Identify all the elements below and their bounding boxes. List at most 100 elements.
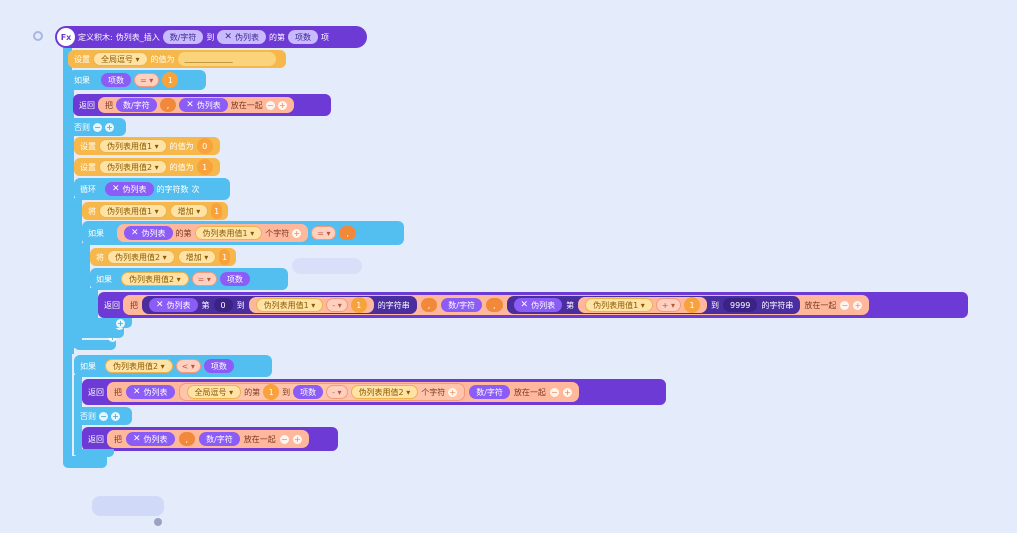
change-v2-block[interactable]: 将 伪列表用值2 ▾ 增加 ▾ 1 [90, 248, 236, 266]
var-dropdown-v1[interactable]: 伪列表用值1 ▾ [99, 204, 167, 218]
str-param[interactable]: 数/字符 [116, 98, 157, 112]
return-block-1[interactable]: 返回 把 数/字符 , ✕伪列表 放在一起 − + [73, 94, 331, 116]
add-icon[interactable]: + [853, 300, 863, 310]
add-icon[interactable]: + [277, 100, 287, 110]
else-block-1[interactable]: 否则 − + [68, 118, 126, 136]
param-pseudo-list[interactable]: ✕伪列表 [217, 30, 266, 44]
join-block[interactable]: 把 数/字符 , ✕伪列表 放在一起 − + [98, 97, 294, 113]
pseudo-list-var[interactable]: ✕伪列表 [513, 298, 563, 312]
remove-icon[interactable]: − [93, 122, 102, 132]
add-block[interactable]: 伪列表用值1 ▾ + ▾ 1 [578, 297, 708, 313]
items-var[interactable]: 项数 [293, 385, 324, 399]
var-dropdown-v2[interactable]: 伪列表用值2 ▾ [350, 385, 419, 399]
comma-value[interactable]: , [159, 98, 177, 112]
op-eq[interactable]: = ▾ [191, 272, 217, 286]
var-dropdown-global-sep[interactable]: 全局逗号 ▾ [186, 385, 242, 399]
loop-block[interactable]: 循环 ✕伪列表 的字符数 次 [74, 178, 230, 200]
return-block-4[interactable]: 返回 把 ✕伪列表 , 数/字符 放在一起 − + [82, 427, 338, 451]
increase-dropdown[interactable]: 增加 ▾ [169, 204, 209, 218]
add-icon[interactable]: + [116, 319, 125, 328]
num-one[interactable]: 1 [162, 72, 179, 88]
pseudo-list-var[interactable]: ✕伪列表 [126, 385, 175, 399]
var-dropdown-global-sep[interactable]: 全局逗号 ▾ [93, 52, 148, 66]
num-one[interactable]: 1 [219, 249, 230, 265]
num-one[interactable]: 1 [196, 159, 213, 175]
pseudo-list-var[interactable]: ✕伪列表 [105, 182, 154, 196]
char-of-block[interactable]: 全局逗号 ▾ 的第 1 到 项数 - ▾ 伪列表用值2 ▾ 个字符 + [178, 383, 466, 401]
pseudo-list-var[interactable]: ✕伪列表 [124, 226, 173, 240]
value-input-empty[interactable]: ________________ [177, 52, 276, 66]
if-block-4[interactable]: 如果 伪列表用值2 ▾ < ▾ 项数 [74, 355, 272, 377]
op-eq[interactable]: = ▾ [134, 73, 160, 87]
else-block-2[interactable]: 否则 − + [74, 407, 132, 425]
remove-icon[interactable]: − [840, 300, 850, 310]
var-dropdown-v2[interactable]: 伪列表用值2 ▾ [107, 250, 175, 264]
var-dropdown-v1[interactable]: 伪列表用值1 ▾ [194, 226, 263, 240]
param-items[interactable]: 项数 [287, 30, 318, 44]
set-v2-block[interactable]: 设置 伪列表用值2 ▾ 的值为 1 [74, 158, 220, 176]
var-dropdown-v2[interactable]: 伪列表用值2 ▾ [99, 160, 167, 174]
comma-value[interactable]: , [339, 226, 357, 240]
put-label: 把 [105, 100, 113, 110]
num-one[interactable]: 1 [350, 297, 367, 313]
pseudo-list-var[interactable]: ✕伪列表 [126, 432, 175, 446]
str-param[interactable]: 数/字符 [469, 385, 510, 399]
remove-icon[interactable]: − [549, 387, 559, 397]
num-9999[interactable]: 9999 [723, 298, 758, 312]
if-block-2[interactable]: 如果 ✕伪列表 的第 伪列表用值1 ▾ 个字符 + = ▾ , [82, 221, 404, 245]
join-block[interactable]: 把 ✕伪列表 第 0 到 伪列表用值1 ▾ - ▾ 1 的字符串 , 数/字符 … [123, 295, 870, 315]
return-block-3[interactable]: 返回 把 ✕伪列表 全局逗号 ▾ 的第 1 到 项数 - ▾ 伪列表用值2 ▾ … [82, 379, 666, 405]
comma-value[interactable]: , [178, 432, 196, 446]
add-icon[interactable]: + [111, 411, 120, 421]
join-block[interactable]: 把 ✕伪列表 全局逗号 ▾ 的第 1 到 项数 - ▾ 伪列表用值2 ▾ 个字符… [107, 382, 579, 402]
collapse-toggle-icon[interactable] [33, 31, 43, 41]
var-dropdown-v2[interactable]: 伪列表用值2 ▾ [105, 359, 173, 373]
param-string[interactable]: 数/字符 [162, 30, 204, 44]
subtract-block[interactable]: 伪列表用值1 ▾ - ▾ 1 [248, 297, 374, 313]
num-zero[interactable]: 0 [196, 138, 213, 154]
if-block-3-add[interactable]: + [116, 319, 125, 328]
items-var[interactable]: 项数 [219, 272, 250, 286]
op-lt[interactable]: < ▾ [175, 359, 201, 373]
num-one[interactable]: 1 [684, 297, 701, 313]
items-var[interactable]: 项数 [101, 73, 131, 87]
remove-icon[interactable]: − [265, 100, 275, 110]
num-one[interactable]: 1 [263, 384, 280, 400]
remove-icon[interactable]: − [99, 411, 108, 421]
remove-icon[interactable]: − [279, 434, 289, 444]
var-dropdown-v1[interactable]: 伪列表用值1 ▾ [255, 298, 324, 312]
increase-dropdown[interactable]: 增加 ▾ [177, 250, 217, 264]
str-param[interactable]: 数/字符 [199, 432, 240, 446]
pseudo-list-var[interactable]: ✕伪列表 [179, 98, 228, 112]
if-block-1[interactable]: 如果 项数 = ▾ 1 [68, 70, 206, 90]
num-zero[interactable]: 0 [213, 298, 233, 312]
substring-block-2[interactable]: ✕伪列表 第 伪列表用值1 ▾ + ▾ 1 到 9999 的字符串 [506, 296, 801, 314]
pseudo-list-var[interactable]: ✕伪列表 [149, 298, 198, 312]
items-var[interactable]: 项数 [203, 359, 234, 373]
comma-value[interactable]: , [420, 298, 438, 312]
num-one[interactable]: 1 [211, 203, 222, 219]
set-global-sep-block[interactable]: 设置 全局逗号 ▾ 的值为 ________________ [68, 50, 286, 68]
add-icon[interactable]: + [105, 122, 114, 132]
add-icon[interactable]: + [562, 387, 572, 397]
add-icon[interactable]: + [448, 387, 458, 397]
return-block-2[interactable]: 返回 把 ✕伪列表 第 0 到 伪列表用值1 ▾ - ▾ 1 的字符串 , 数/… [98, 292, 968, 318]
str-param[interactable]: 数/字符 [441, 298, 482, 312]
op-minus[interactable]: - ▾ [326, 298, 348, 312]
op-eq[interactable]: = ▾ [311, 226, 337, 240]
op-plus[interactable]: + ▾ [655, 298, 682, 312]
char-of-block[interactable]: ✕伪列表 的第 伪列表用值1 ▾ 个字符 + [117, 224, 309, 242]
set-v1-block[interactable]: 设置 伪列表用值1 ▾ 的值为 0 [74, 137, 220, 155]
change-v1-block[interactable]: 将 伪列表用值1 ▾ 增加 ▾ 1 [82, 202, 228, 220]
op-minus[interactable]: - ▾ [326, 385, 348, 399]
var-dropdown-v2[interactable]: 伪列表用值2 ▾ [121, 272, 189, 286]
comma-value[interactable]: , [486, 298, 503, 312]
var-dropdown-v1[interactable]: 伪列表用值1 ▾ [585, 298, 653, 312]
join-block[interactable]: 把 ✕伪列表 , 数/字符 放在一起 − + [107, 430, 309, 448]
add-icon[interactable]: + [292, 228, 302, 238]
define-block-header[interactable]: Fx 定义积木: 伪列表_插入 数/字符 到 ✕伪列表 的第 项数 项 [55, 26, 367, 48]
substring-block-1[interactable]: ✕伪列表 第 0 到 伪列表用值1 ▾ - ▾ 1 的字符串 [142, 296, 417, 314]
add-icon[interactable]: + [292, 434, 302, 444]
if-block-3[interactable]: 如果 伪列表用值2 ▾ = ▾ 项数 [90, 268, 288, 290]
var-dropdown-v1[interactable]: 伪列表用值1 ▾ [99, 139, 167, 153]
